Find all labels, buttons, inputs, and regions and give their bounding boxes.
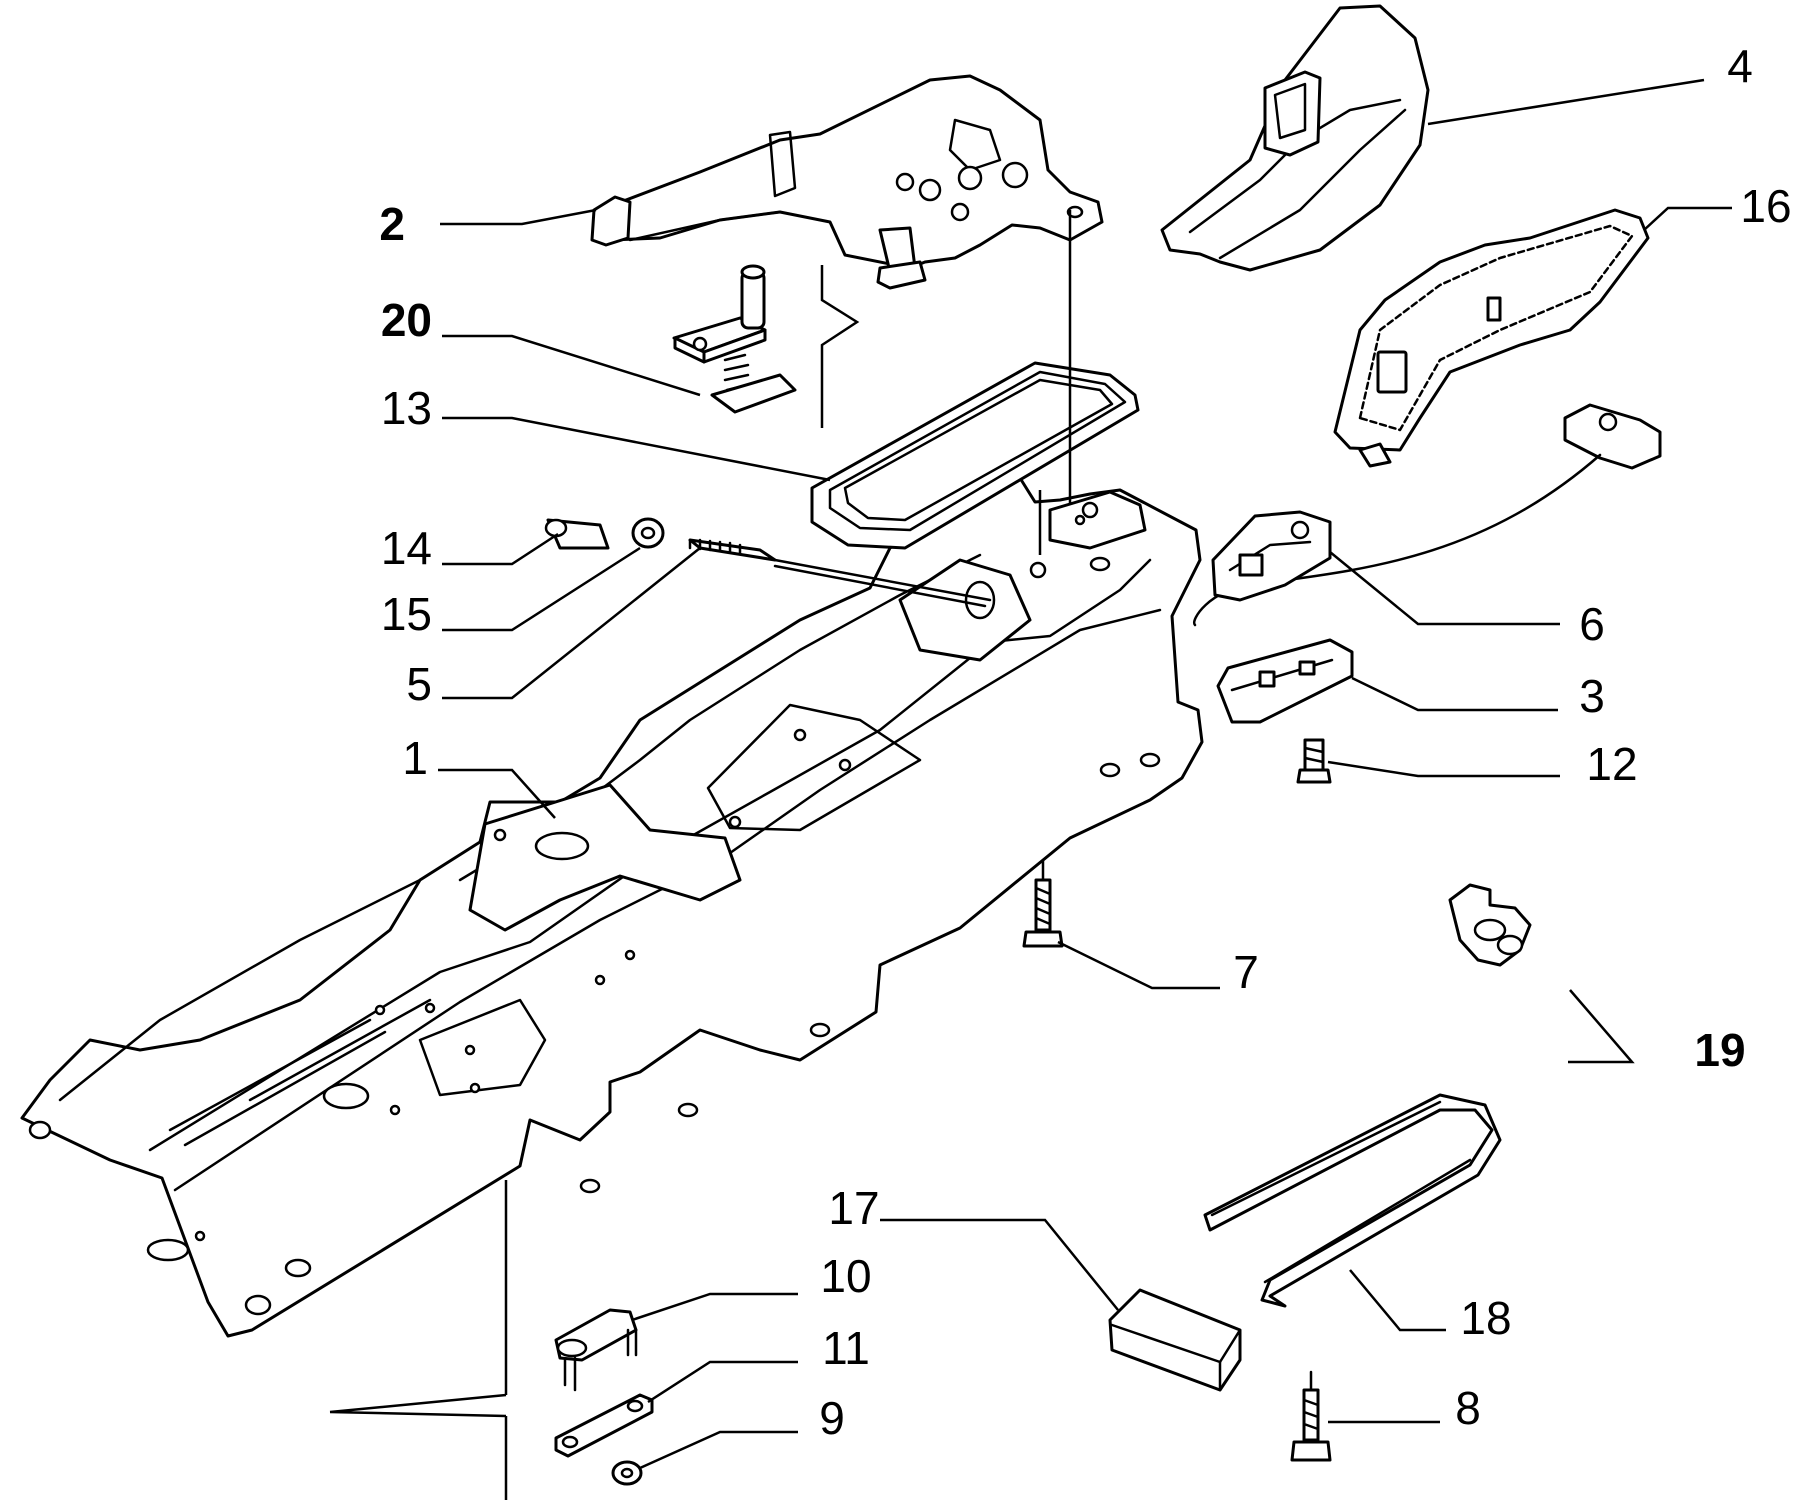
cable-part <box>688 538 992 608</box>
handbrake-lever-part <box>590 74 1104 290</box>
lever-button-spring-part <box>672 264 797 414</box>
nut-9-part <box>611 1460 643 1486</box>
screw-8-part <box>1290 1370 1332 1462</box>
switch-part <box>1216 638 1354 724</box>
pad-part <box>1108 1288 1242 1392</box>
callout-9: 9 <box>819 1392 845 1444</box>
leader-18 <box>1349 1269 1446 1332</box>
leader-4 <box>1427 78 1705 126</box>
base-frame-part <box>20 476 1204 1338</box>
callout-7: 7 <box>1233 946 1259 998</box>
callout-16: 16 <box>1740 180 1791 232</box>
leader-15 <box>442 546 641 632</box>
screw-12-part <box>1296 738 1332 784</box>
callout-11: 11 <box>822 1322 870 1374</box>
leader-2 <box>440 208 597 226</box>
callout-5: 5 <box>406 658 432 710</box>
leader-12 <box>1327 760 1560 778</box>
callout-17: 17 <box>828 1182 879 1234</box>
leader-19 <box>1568 989 1635 1064</box>
nut-part <box>631 517 665 549</box>
callout-20: 20 <box>381 294 432 346</box>
callout-18: 18 <box>1460 1292 1511 1344</box>
leader-lines <box>438 78 1732 1470</box>
switch-cable-part <box>1193 403 1662 627</box>
leader-3 <box>1351 676 1558 712</box>
leader-20 <box>442 334 701 397</box>
spacer-part <box>544 518 610 550</box>
leader-16 <box>1643 206 1732 231</box>
callout-4: 4 <box>1727 40 1753 92</box>
leader-5 <box>442 547 701 700</box>
seal-strip-part <box>1203 1093 1502 1308</box>
bracket-cover-part <box>1211 510 1332 602</box>
leader-10 <box>631 1292 798 1322</box>
leader-1 <box>438 768 556 819</box>
group-bracket-lines <box>329 1180 508 1500</box>
clip-part <box>1448 883 1532 967</box>
callout-6: 6 <box>1579 598 1605 650</box>
leader-13 <box>442 416 831 482</box>
leader-7 <box>1057 940 1220 990</box>
callout-1: 1 <box>402 732 428 784</box>
leader-11 <box>647 1360 798 1404</box>
screw-7-part <box>1022 858 1064 948</box>
trim-cover-part <box>1333 208 1650 468</box>
callout-15: 15 <box>381 588 432 640</box>
strap-plate-part <box>554 1393 654 1458</box>
leader-6 <box>1329 551 1560 626</box>
bolt-plate-part <box>554 1308 638 1392</box>
callout-19: 19 <box>1694 1024 1745 1076</box>
leader-9 <box>639 1430 798 1470</box>
callout-8: 8 <box>1455 1382 1481 1434</box>
callout-14: 14 <box>381 522 432 574</box>
callout-10: 10 <box>820 1250 871 1302</box>
callout-13: 13 <box>381 382 432 434</box>
callout-labels: 2 20 13 14 15 5 1 4 16 6 3 12 7 19 17 18… <box>379 40 1791 1444</box>
leader-17 <box>880 1218 1119 1311</box>
assembly-bracket-line <box>820 265 860 428</box>
gaiter-frame-part <box>810 361 1140 550</box>
callout-2: 2 <box>379 198 405 250</box>
callout-12: 12 <box>1586 738 1637 790</box>
boot-cover-part <box>1160 4 1430 272</box>
callout-3: 3 <box>1579 670 1605 722</box>
leader-14 <box>442 532 559 566</box>
